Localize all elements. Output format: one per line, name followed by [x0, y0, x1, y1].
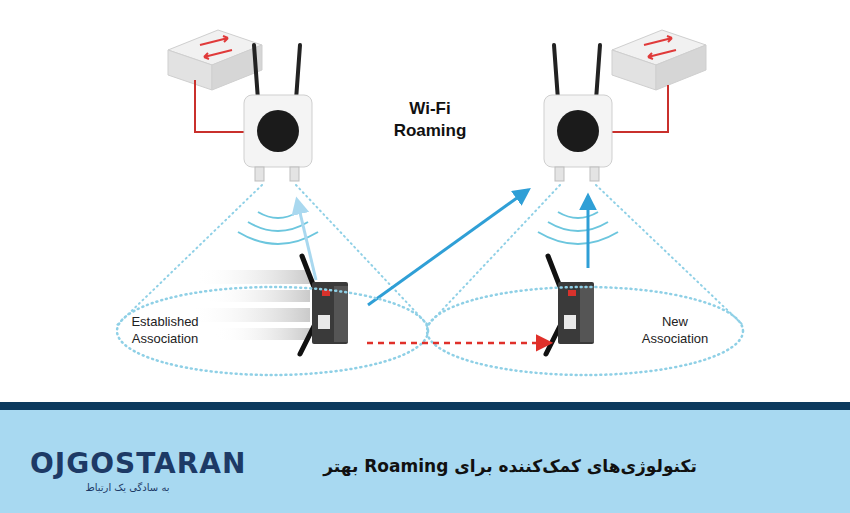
roaming-arrow: [367, 342, 550, 345]
ethernet-wire: [612, 85, 668, 132]
banner-caption: تکنولوژی‌های کمک‌کننده برای Roaming بهتر: [300, 456, 720, 476]
footer-band: [0, 410, 850, 513]
association-zone: New Association: [425, 285, 745, 377]
client-device: [546, 256, 594, 354]
zone-label: New Association: [630, 313, 720, 347]
association-zone: Established Association: [115, 285, 430, 377]
brand-logo: OJGOSTARAN: [30, 447, 240, 480]
signal-arrow: [587, 196, 590, 268]
access-point: [244, 45, 312, 181]
diagram-title: Wi-Fi Roaming: [375, 98, 485, 142]
client-device: [300, 256, 348, 354]
motion-blur: [190, 270, 310, 340]
network-switch: [168, 30, 262, 90]
brand-tagline: به سادگی یک ارتباط: [30, 482, 225, 493]
network-switch: [612, 30, 706, 90]
wifi-signal: [238, 212, 618, 244]
ethernet-wire: [195, 80, 245, 132]
coverage-cone: [117, 185, 743, 325]
access-point: [544, 45, 612, 181]
zone-label: Established Association: [115, 313, 215, 347]
signal-arrow: [368, 190, 528, 305]
footer-rule: [0, 402, 850, 410]
